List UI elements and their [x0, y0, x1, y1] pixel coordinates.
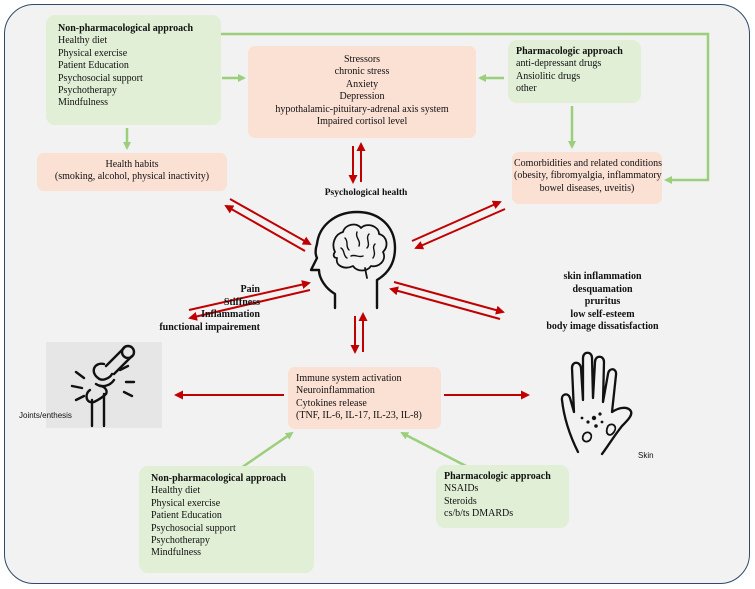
nonpharm-item: Patient Education	[58, 60, 129, 72]
arrow-joints-to-head	[188, 280, 311, 311]
pharm-item: anti-depressant drugs	[516, 58, 602, 70]
nonpharm-title-bottom: Non-pharmacological approach	[151, 473, 287, 484]
comorbidities-item: Comorbidities and related conditions	[514, 158, 663, 169]
comorbidities-box: Comorbidities and related conditions (ob…	[512, 152, 662, 204]
nonpharm-item: Psychotherapy	[58, 85, 117, 97]
pharm-approach-box-bottom: Pharmacologic approach NSAIDs Steroids c…	[436, 465, 569, 528]
skin-symptom: desquamation	[572, 283, 633, 295]
skin-symptom: low self-esteem	[570, 308, 635, 320]
arrow-head-to-skin	[393, 281, 505, 315]
nonpharm-title-top: Non-pharmacological approach	[58, 23, 194, 34]
skin-hand-icon	[548, 348, 640, 465]
arrow-head-to-comorbidities	[411, 200, 502, 242]
immune-item: Neuroinflammation	[296, 385, 375, 397]
joint-symptom: Stiffness	[223, 296, 260, 308]
immune-item: Immune system activation	[296, 373, 402, 384]
arrow-skin-to-head	[389, 286, 501, 320]
joint-symptom: Pain	[240, 284, 260, 295]
pharm-title-top: Pharmacologic approach	[516, 46, 623, 57]
pharm-item: Ansiolitic drugs	[516, 70, 581, 82]
skin-symptom: body image dissatisfaction	[546, 321, 659, 333]
nonpharm-approach-box-top: Non-pharmacological approach Healthy die…	[46, 15, 221, 125]
pharm-approach-box-top: Pharmacologic approach anti-depressant d…	[508, 40, 641, 103]
pharm-item: other	[516, 83, 537, 95]
nonpharm-item: Psychotherapy	[151, 535, 210, 547]
nonpharm-item: Patient Education	[151, 510, 222, 522]
stressors-item: Anxiety	[345, 78, 379, 90]
stressors-box: Stressors chronic stress Anxiety Depress…	[248, 46, 476, 138]
stressors-item: Stressors	[343, 54, 381, 65]
pharm-title-bottom: Pharmacologic approach	[444, 471, 551, 482]
comorbidities-item: (obesity, fibromyalgia, inflammatory	[514, 170, 662, 182]
skin-symptoms-label: skin inflammation desquamation pruritus …	[515, 271, 690, 334]
nonpharm-item: Mindfulness	[58, 97, 108, 109]
arrow-nonpharm-to-comorbidities	[218, 32, 710, 184]
joint-pain-icon	[46, 342, 162, 428]
stressors-item: Impaired cortisol level	[316, 116, 408, 128]
pharm-item: cs/b/ts DMARDs	[444, 508, 514, 520]
joint-symptoms-label: Pain Stiffness Inflammation functional i…	[134, 284, 260, 334]
immune-item: Cytokines release	[296, 397, 367, 409]
health-habits-box: Health habits (smoking, alcohol, physica…	[37, 153, 227, 191]
skin-caption: Skin	[638, 451, 654, 460]
psych-health-label: Psychological health	[324, 188, 408, 198]
arrow-nonpharm-bottom-to-immune	[237, 431, 294, 472]
stressors-item: chronic stress	[334, 66, 390, 78]
nonpharm-item: Psychosocial support	[58, 72, 143, 84]
joints-caption: Joints/enthesis	[19, 411, 72, 420]
immune-item: (TNF, IL-6, IL-17, IL-23, IL-8)	[296, 410, 422, 422]
arrow-habits-to-head	[229, 198, 312, 245]
brain-head-icon	[305, 208, 401, 317]
arrow-head-to-habits	[224, 205, 306, 252]
skin-symptom: pruritus	[584, 296, 621, 308]
pharm-item: Steroids	[444, 495, 477, 507]
health-habits-item: (smoking, alcohol, physical inactivity)	[54, 171, 210, 183]
nonpharm-item: Mindfulness	[151, 547, 201, 559]
immune-box: Immune system activation Neuroinflammati…	[288, 367, 441, 429]
health-habits-item: Health habits	[105, 159, 159, 170]
pharm-item: NSAIDs	[444, 483, 479, 495]
arrow-comorbidities-to-head	[414, 208, 506, 250]
skin-symptom: skin inflammation	[563, 271, 642, 282]
joint-symptom: Inflammation	[201, 309, 260, 321]
nonpharm-item: Healthy diet	[151, 485, 201, 497]
stressors-item: Depression	[339, 91, 385, 103]
nonpharm-approach-box-bottom: Non-pharmacological approach Healthy die…	[139, 466, 314, 573]
stressors-item: hypothalamic-pituitary-adrenal axis syst…	[275, 103, 449, 115]
joint-symptom: functional impairement	[159, 321, 260, 333]
nonpharm-item: Physical exercise	[58, 47, 128, 59]
nonpharm-item: Psychosocial support	[151, 522, 236, 534]
arrow-pharm-bottom-to-immune	[400, 431, 467, 468]
comorbidities-item: bowel diseases, uveitis)	[539, 182, 635, 194]
nonpharm-item: Healthy diet	[58, 35, 108, 47]
arrow-head-to-joints	[188, 289, 311, 321]
nonpharm-item: Physical exercise	[151, 497, 221, 509]
